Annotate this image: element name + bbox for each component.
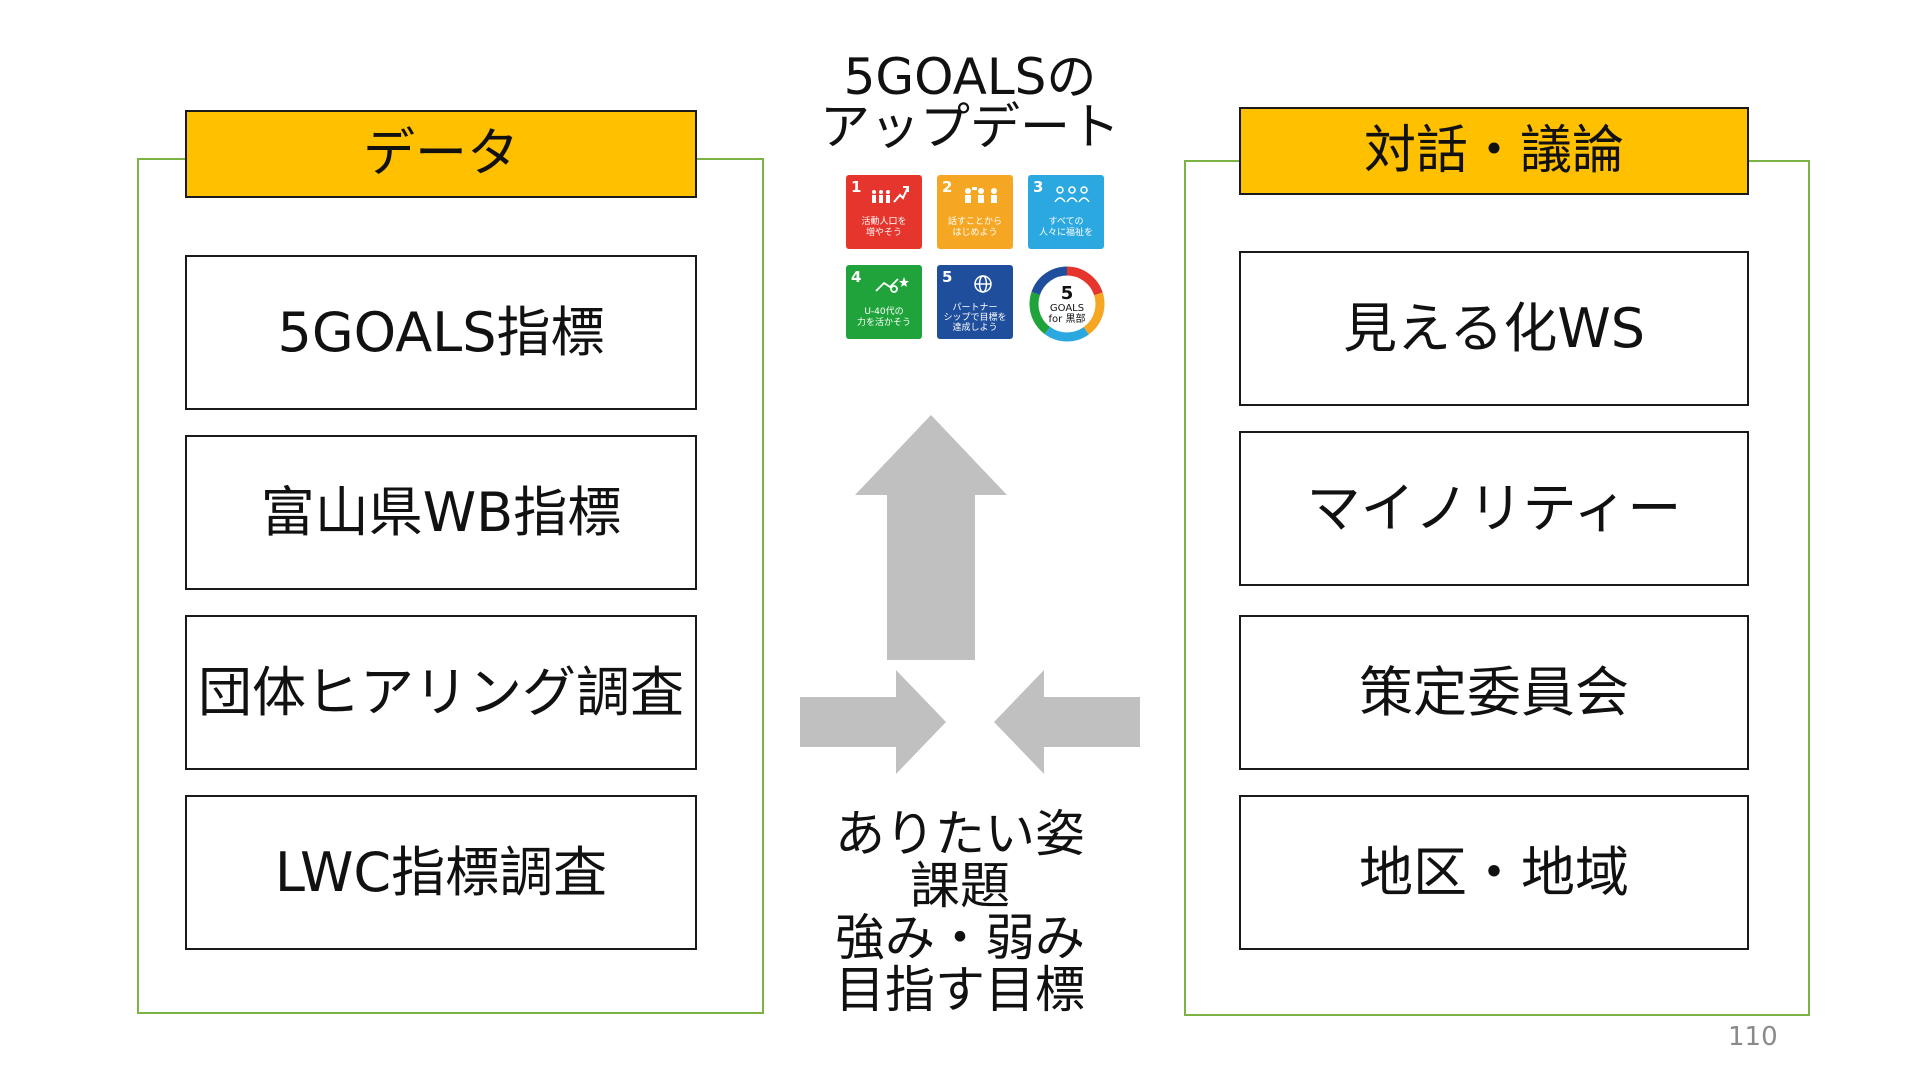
left-item-lwc-indicator-survey: LWC指標調査: [185, 795, 697, 950]
community-icon: [1054, 186, 1090, 203]
right-item-minority: マイノリティー: [1239, 431, 1749, 586]
goal-tile-1: 1 活動人口を 増やそう: [846, 175, 922, 249]
goal-text: パートナー シップで目標を 達成しよう: [943, 303, 1007, 333]
goal-number: 2: [942, 178, 953, 196]
page-number: 110: [1728, 1022, 1778, 1052]
goal-text: 話すことから はじめよう: [947, 217, 1002, 238]
left-item-group-hearing-survey: 団体ヒアリング調査: [185, 615, 697, 770]
left-group-label: データ: [185, 110, 697, 198]
up-arrow: [895, 415, 970, 416]
left-item-toyama-wb-indicator: 富山県WB指標: [185, 435, 697, 590]
conversation-icon: [965, 187, 997, 203]
center-title-line-1: 5GOALSの: [843, 48, 1097, 106]
goals-ring-icon: [1029, 266, 1105, 342]
right-item-visualization-ws: 見える化WS: [1239, 251, 1749, 406]
goal-text: U-40代の 力を活かそう: [856, 307, 911, 328]
up-arrow-shape: [855, 415, 1007, 660]
people-growth-icon: [872, 186, 909, 203]
center-title: 5GOALSの アップデート: [820, 52, 1120, 152]
goal-text: すべての 人々に福祉を: [1038, 217, 1093, 238]
flow-arrows: [800, 415, 1140, 774]
youth-power-icon: [875, 277, 909, 293]
right-group-label: 対話・議論: [1239, 107, 1749, 195]
goal-tile-2: 2 話すことから はじめよう: [937, 175, 1013, 249]
goal-tile-4: 4 U-40代の 力を活かそう: [846, 265, 922, 339]
goal-text: 活動人口を 増やそう: [861, 217, 907, 238]
goals-logo-line2: for 黒部: [1048, 314, 1086, 325]
right-item-planning-committee: 策定委員会: [1239, 615, 1749, 770]
five-goals-logo: 5 GOALS for 黒部: [1028, 265, 1106, 343]
goal-icons-grid: 1 活動人口を 増やそう 2 話すことから はじめよう 3: [846, 175, 1106, 343]
globe-partnership-icon: [974, 275, 992, 293]
goal-tile-3: 3 すべての 人々に福祉を: [1028, 175, 1104, 249]
goal-tile-5: 5 パートナー シップで目標を 達成しよう: [937, 265, 1013, 339]
outcome-line-2: 課題: [910, 857, 1010, 915]
outcome-line-1: ありたい姿: [835, 805, 1085, 863]
goals-logo-number: 5: [1060, 283, 1074, 304]
goals-logo-line1: GOALS: [1049, 303, 1085, 314]
goals-logo-text: 5 GOALS for 黒部: [1028, 283, 1106, 326]
left-pointing-arrow: [994, 670, 1140, 774]
left-item-5goals-indicator: 5GOALS指標: [185, 255, 697, 410]
center-title-line-2: アップデート: [820, 98, 1120, 156]
goal-number: 1: [851, 178, 862, 196]
goal-number: 3: [1033, 178, 1044, 196]
outcome-text: ありたい姿 課題 強み・弱み 目指す目標: [810, 808, 1110, 1016]
goal-number: 5: [942, 268, 953, 286]
outcome-line-3: 強み・弱み: [835, 909, 1085, 967]
right-pointing-arrow: [800, 670, 946, 774]
right-item-district-region: 地区・地域: [1239, 795, 1749, 950]
goal-number: 4: [851, 268, 862, 286]
outcome-line-4: 目指す目標: [835, 961, 1085, 1019]
